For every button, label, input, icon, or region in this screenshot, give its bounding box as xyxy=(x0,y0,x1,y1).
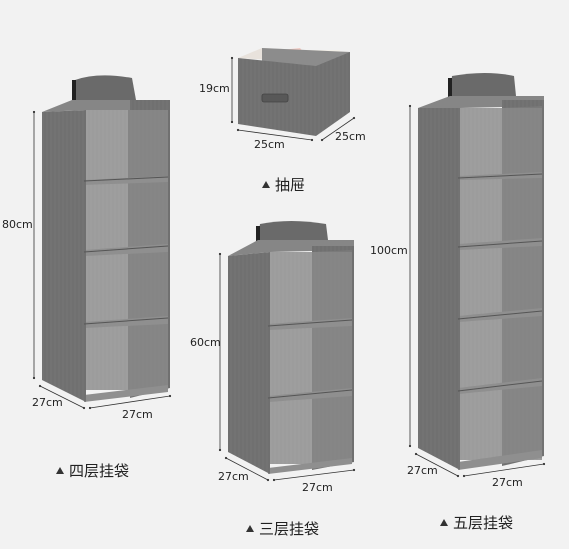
four-tier-organizer xyxy=(42,75,170,402)
five-tier-organizer xyxy=(418,73,544,470)
four-tier-depth-label: 27cm xyxy=(32,396,63,409)
drawer-height-label: 19cm xyxy=(199,82,230,95)
four-tier-height-label: 80cm xyxy=(2,218,33,231)
four-tier-caption-text: 四层挂袋 xyxy=(69,462,130,480)
three-tier-height-label: 60cm xyxy=(190,336,221,349)
five-tier-caption-text: 五层挂袋 xyxy=(453,514,514,532)
dimension-lines xyxy=(32,56,546,482)
three-tier-caption: 三层挂袋 xyxy=(246,518,319,539)
drawer-handle xyxy=(261,93,289,103)
four-tier-caption: 四层挂袋 xyxy=(56,460,129,481)
hanging-strap xyxy=(450,73,516,96)
five-tier-height-label: 100cm xyxy=(370,244,408,257)
drawer-width-label: 25cm xyxy=(335,130,366,143)
four-tier-width-label: 27cm xyxy=(122,408,153,421)
five-tier-depth-label: 27cm xyxy=(407,464,438,477)
drawer-caption-text: 抽屉 xyxy=(275,176,306,194)
five-tier-width-label: 27cm xyxy=(492,476,523,489)
hanging-strap xyxy=(72,75,136,100)
drawer-box xyxy=(238,48,350,136)
triangle-icon xyxy=(262,181,270,188)
three-tier-depth-label: 27cm xyxy=(218,470,249,483)
three-tier-caption-text: 三层挂袋 xyxy=(259,520,320,538)
triangle-icon xyxy=(440,519,448,526)
drawer-depth-label: 25cm xyxy=(254,138,285,151)
triangle-icon xyxy=(246,525,254,532)
five-tier-caption: 五层挂袋 xyxy=(440,512,513,533)
triangle-icon xyxy=(56,467,64,474)
three-tier-width-label: 27cm xyxy=(302,481,333,494)
three-tier-organizer xyxy=(228,221,354,474)
drawer-caption: 抽屉 xyxy=(262,174,305,195)
hanging-strap xyxy=(258,221,328,240)
